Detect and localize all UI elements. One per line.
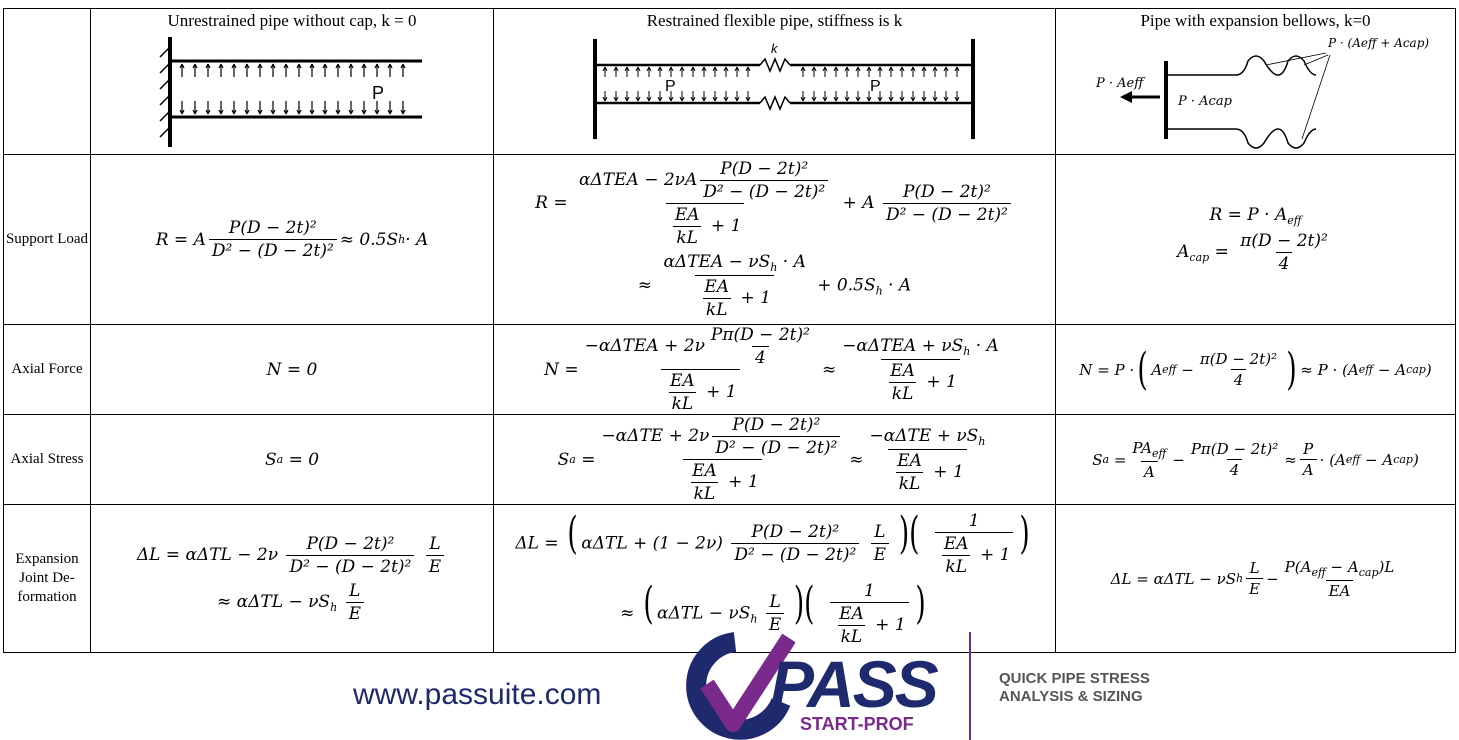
svg-text:P: P [372, 83, 384, 103]
brand-subtitle: START-PROF [800, 714, 914, 734]
svg-text:P: P [870, 78, 881, 95]
force-unrestrained: N = 0 [90, 324, 494, 415]
row-label: Expansion Joint De-formation [3, 504, 91, 653]
row-label: Axial Stress [3, 414, 91, 505]
unrestrained-pipe-diagram: P [159, 37, 422, 147]
bellows-pipe-diagram: P · Aeff P · Acap P · (Aeff + Acap) [1095, 36, 1429, 149]
header-text: Restrained flexible pipe, stiffness is k [646, 11, 903, 30]
header-row: Unrestrained pipe without cap, k = 0 P R… [3, 8, 1456, 155]
brand-wordmark: PASS [770, 647, 939, 721]
restrained-pipe-diagram: k P P [592, 39, 975, 139]
tagline: QUICK PIPE STRESS ANALYSIS & SIZING [999, 670, 1150, 705]
header-text: Pipe with expansion bellows, k=0 [1140, 11, 1371, 30]
website-link[interactable]: www.passuite.com [353, 678, 602, 711]
header-unrestrained: Unrestrained pipe without cap, k = 0 P [90, 8, 494, 155]
header-text: Unrestrained pipe without cap, k = 0 [167, 11, 417, 30]
svg-text:P · Aeff: P · Aeff [1095, 76, 1146, 91]
header-restrained: Restrained flexible pipe, stiffness is k… [493, 8, 1056, 155]
footer: www.passuite.com PASS START-PROF QUICK P… [0, 628, 1459, 740]
svg-text:P · Acap: P · Acap [1177, 94, 1233, 109]
svg-text:k: k [771, 41, 779, 56]
divider [969, 632, 971, 740]
formula-table: Unrestrained pipe without cap, k = 0 P R… [3, 8, 1456, 653]
svg-text:P: P [665, 78, 676, 95]
row-label: Axial Force [3, 324, 91, 415]
checkmark-logo-icon [686, 632, 795, 740]
row-label: Support Load [3, 154, 91, 325]
row-expansion: Expansion Joint De-formation ΔL = αΔTL −… [3, 504, 1456, 653]
header-bellows: Pipe with expansion bellows, k=0 P · Aef… [1055, 8, 1456, 155]
svg-text:P · (Aeff + Acap): P · (Aeff + Acap) [1327, 36, 1429, 50]
corner-cell [3, 8, 91, 155]
